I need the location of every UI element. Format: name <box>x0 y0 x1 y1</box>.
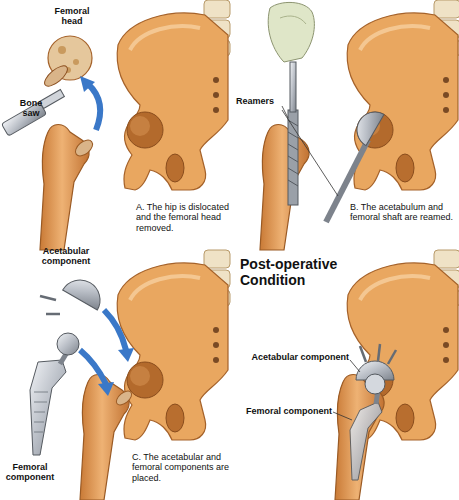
pelvis <box>117 250 230 440</box>
femoral-rasp <box>288 62 298 205</box>
motion-arrow <box>80 350 106 384</box>
part-label: Femoral head <box>44 6 100 27</box>
femoral-stem <box>30 333 79 455</box>
arrowhead <box>80 76 95 92</box>
femur <box>335 375 384 500</box>
leader-line <box>282 110 338 196</box>
part-label: Femoral component <box>4 462 56 483</box>
gloved-hand <box>268 2 314 62</box>
step-caption: A. The hip is dislocated and the femoral… <box>136 202 232 233</box>
panel-heading: Post-operative Condition <box>240 256 346 288</box>
step-caption: B. The acetabulum and femoral shaft are … <box>350 202 455 223</box>
bone-saw <box>1 90 64 137</box>
step-caption: C. The acetabular and femoral components… <box>132 452 232 483</box>
motion-arrow <box>104 310 126 350</box>
part-label: Acetabular component <box>30 246 102 267</box>
implant-in-place <box>350 344 396 480</box>
leader-line <box>333 412 352 420</box>
pelvis <box>117 0 230 190</box>
femur <box>260 125 309 251</box>
part-label: Femoral component <box>244 406 332 416</box>
cut-surface <box>72 137 95 159</box>
motion-arrow <box>88 84 100 130</box>
arrowhead <box>118 348 134 362</box>
pelvis <box>347 0 459 190</box>
acetabular-cup <box>40 273 107 314</box>
cut-surface <box>114 388 134 407</box>
arrowhead <box>98 382 114 396</box>
leader-line <box>350 360 360 372</box>
part-label: Reamers <box>236 96 282 106</box>
part-label: Bone saw <box>14 98 48 119</box>
part-label: Acetabular component <box>244 352 349 362</box>
